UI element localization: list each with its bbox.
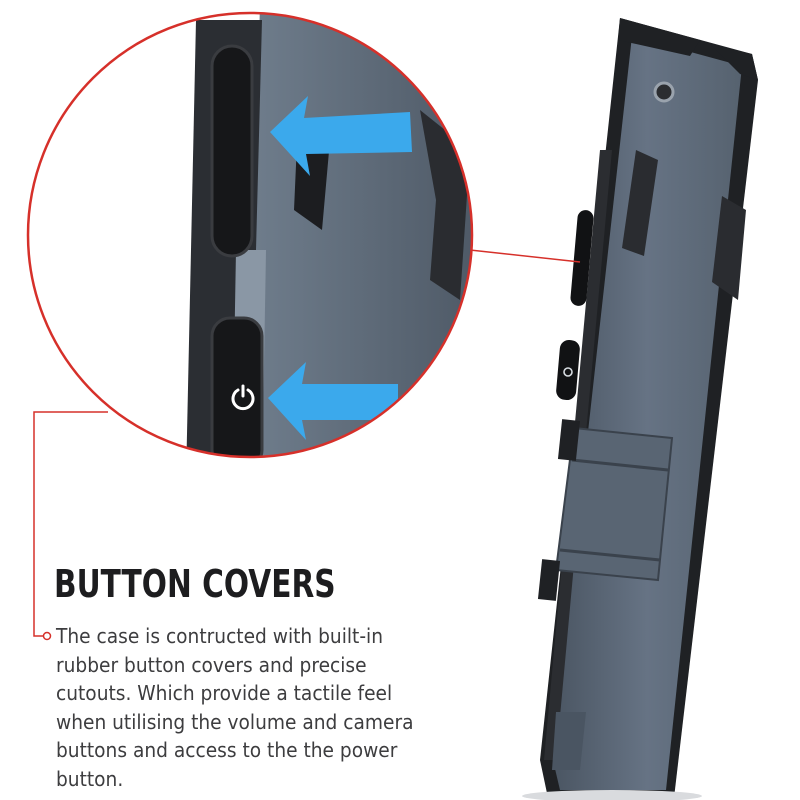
volume-button-cover xyxy=(570,210,594,306)
case-top-right-corner xyxy=(710,44,758,80)
case-bottom-detail xyxy=(552,712,586,770)
callout-dot xyxy=(42,631,52,641)
phone-case xyxy=(522,18,758,800)
side-grip-right xyxy=(712,196,746,300)
heading: BUTTON COVERS xyxy=(54,562,336,606)
zoom-volume-button xyxy=(210,44,254,258)
kickstand-fold xyxy=(559,548,661,562)
zoom-circle-border xyxy=(26,11,474,459)
connector-line-callout xyxy=(33,411,108,637)
zoom-power-button xyxy=(210,316,264,457)
power-icon xyxy=(231,384,255,411)
case-shadow xyxy=(522,790,702,800)
case-top-corner xyxy=(618,18,700,56)
connector-line-top xyxy=(469,249,581,263)
arrow-icon xyxy=(270,96,412,176)
description-text: The case is contructed with built-in rub… xyxy=(56,624,414,791)
kickstand-clip-left xyxy=(557,419,581,461)
kickstand-hinge xyxy=(571,458,669,472)
case-back xyxy=(552,36,742,790)
side-grip-left xyxy=(622,150,658,256)
arrow-icon xyxy=(268,362,398,440)
power-icon-small xyxy=(563,367,573,377)
camera-cutout xyxy=(653,81,675,103)
kickstand-clip-right xyxy=(537,559,561,601)
zoom-circle xyxy=(26,11,474,459)
power-button-cover xyxy=(556,339,580,401)
